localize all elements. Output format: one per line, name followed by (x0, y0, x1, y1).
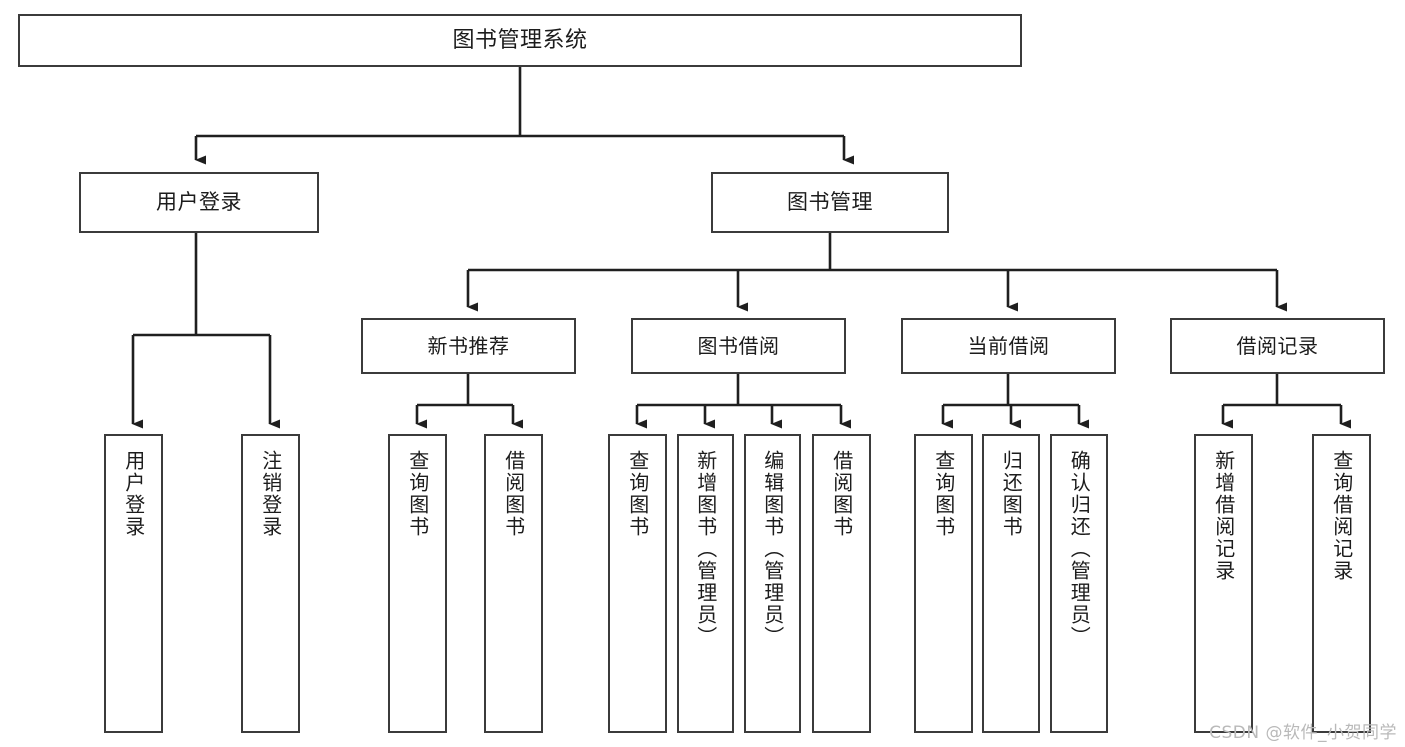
node-label: 用户登录 (121, 450, 146, 538)
node-leaf-query-book-2[interactable]: 查询图书 (608, 434, 667, 733)
node-leaf-user-logout[interactable]: 注销登录 (241, 434, 300, 733)
node-label: 查询借阅记录 (1329, 450, 1354, 582)
node-label: 注销登录 (258, 450, 283, 538)
node-borrow-record[interactable]: 借阅记录 (1170, 318, 1385, 374)
node-leaf-add-record[interactable]: 新增借阅记录 (1194, 434, 1253, 733)
node-label: 当前借阅 (967, 333, 1050, 358)
node-label: 图书管理系统 (452, 27, 588, 53)
node-label: 确认归还（管理员） (1067, 450, 1092, 648)
node-label: 查询图书 (625, 450, 650, 538)
node-leaf-user-login[interactable]: 用户登录 (104, 434, 163, 733)
node-leaf-query-book-3[interactable]: 查询图书 (914, 434, 973, 733)
node-leaf-return-book[interactable]: 归还图书 (982, 434, 1040, 733)
node-label: 新书推荐 (427, 333, 510, 358)
csdn-watermark: CSDN @软件_小贺同学 (1209, 723, 1397, 743)
node-book-borrow[interactable]: 图书借阅 (631, 318, 846, 374)
node-label: 图书管理 (787, 190, 873, 215)
node-label: 借阅记录 (1236, 333, 1319, 358)
node-label: 编辑图书（管理员） (760, 450, 785, 648)
node-root-system[interactable]: 图书管理系统 (18, 14, 1022, 67)
node-leaf-confirm-return[interactable]: 确认归还（管理员） (1050, 434, 1108, 733)
node-label: 归还图书 (999, 450, 1024, 538)
node-book-manage[interactable]: 图书管理 (711, 172, 949, 233)
node-label: 借阅图书 (829, 450, 854, 538)
node-leaf-borrow-book-1[interactable]: 借阅图书 (484, 434, 543, 733)
node-label: 新增借阅记录 (1211, 450, 1236, 582)
node-label: 借阅图书 (501, 450, 526, 538)
node-leaf-borrow-book-2[interactable]: 借阅图书 (812, 434, 871, 733)
node-leaf-query-record[interactable]: 查询借阅记录 (1312, 434, 1371, 733)
node-label: 新增图书（管理员） (693, 450, 718, 648)
node-user-login[interactable]: 用户登录 (79, 172, 319, 233)
node-current-borrow[interactable]: 当前借阅 (901, 318, 1116, 374)
node-leaf-query-book-1[interactable]: 查询图书 (388, 434, 447, 733)
node-new-book-recommend[interactable]: 新书推荐 (361, 318, 576, 374)
node-label: 图书借阅 (697, 333, 780, 358)
node-label: 查询图书 (405, 450, 430, 538)
node-label: 用户登录 (156, 190, 242, 215)
node-leaf-add-book[interactable]: 新增图书（管理员） (677, 434, 734, 733)
node-leaf-edit-book[interactable]: 编辑图书（管理员） (744, 434, 801, 733)
node-label: 查询图书 (931, 450, 956, 538)
